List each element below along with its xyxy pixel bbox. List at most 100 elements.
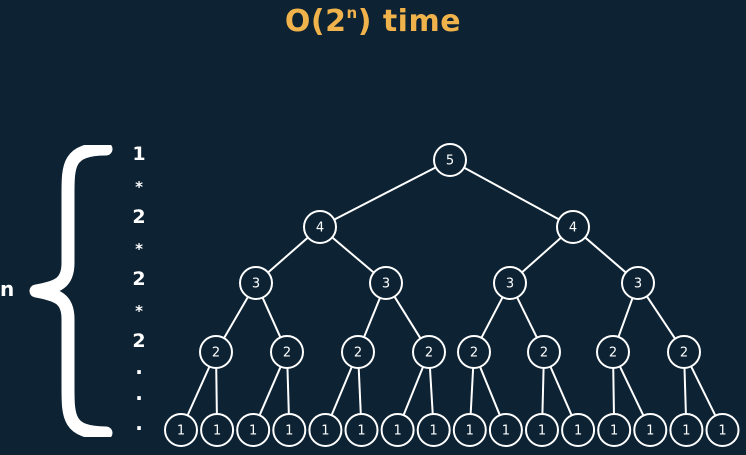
- tree-node: 2: [527, 335, 561, 369]
- tree-node: 3: [493, 266, 527, 300]
- tree-edge: [428, 367, 434, 415]
- tree-node-label: 1: [285, 424, 293, 439]
- tree-node: 1: [164, 413, 198, 447]
- tree-edge: [619, 366, 645, 416]
- tree-node-circle: [556, 210, 590, 244]
- tree-edge: [646, 295, 676, 340]
- tree-node-label: 1: [213, 424, 221, 439]
- tree-edge: [267, 236, 309, 274]
- tree-edge: [683, 367, 687, 415]
- tree-node-label: 2: [283, 346, 291, 361]
- tree-node-circle: [633, 413, 668, 447]
- continuation-dot: .: [135, 411, 143, 435]
- tree-node: 1: [236, 413, 271, 447]
- tree-node-label: 3: [252, 277, 260, 292]
- tree-node-label: 3: [382, 277, 390, 292]
- tree-node-label: 2: [470, 346, 478, 361]
- tree-node-circle: [344, 413, 379, 447]
- page-title: O(2n) time: [0, 4, 746, 39]
- tree-node-label: 1: [393, 424, 401, 439]
- tree-edge: [223, 296, 249, 339]
- tree-node-circle: [303, 210, 337, 244]
- tree-node-circle: [236, 413, 271, 447]
- tree-edge: [617, 297, 634, 338]
- tree-node: 1: [344, 413, 379, 447]
- tree-node: 1: [669, 413, 704, 447]
- tree-node: 1: [705, 413, 740, 447]
- continuation-dot: .: [135, 381, 143, 405]
- tree-node-label: 2: [354, 346, 362, 361]
- tree-node-label: 1: [610, 424, 618, 439]
- tree-edges: [186, 166, 717, 417]
- tree-node-circle: [527, 335, 561, 369]
- tree-node-circle: [493, 266, 527, 300]
- tree-node-circle: [433, 143, 467, 177]
- tree-node-circle: [341, 335, 375, 369]
- tree-edge: [480, 296, 504, 339]
- tree-node-label: 4: [316, 221, 324, 236]
- multiply-sign: *: [135, 302, 143, 320]
- tree-node: 1: [380, 413, 415, 447]
- tree-edge: [612, 367, 615, 415]
- tree-node: 2: [341, 335, 375, 369]
- title-exponent: n: [346, 4, 358, 22]
- tree-node: 2: [457, 335, 491, 369]
- tree-edge: [463, 166, 560, 221]
- tree-node: 1: [561, 413, 596, 447]
- tree-node: 1: [525, 413, 559, 447]
- tree-node-circle: [380, 413, 415, 447]
- tree-node-label: 1: [646, 424, 654, 439]
- tree-node-circle: [200, 413, 235, 447]
- tree-edge: [469, 367, 475, 415]
- tree-node-circle: [488, 413, 523, 447]
- tree-node-circle: [308, 413, 343, 447]
- tree-edge: [402, 366, 424, 416]
- tree-node-label: 1: [718, 424, 726, 439]
- tree-node: 1: [308, 413, 343, 447]
- tree-node: 2: [199, 335, 233, 369]
- tree-node-label: 4: [569, 221, 577, 236]
- tree-node: 4: [556, 210, 590, 244]
- tree-edge: [516, 296, 538, 339]
- tree-node: 2: [667, 335, 701, 369]
- tree-node-circle: [199, 335, 233, 369]
- tree-node-label: 1: [466, 424, 474, 439]
- tree-node-circle: [525, 413, 559, 447]
- tree-node: 1: [272, 413, 307, 447]
- tree-edge: [521, 236, 562, 274]
- tree-node: 3: [369, 266, 403, 300]
- tree-node-circle: [412, 335, 446, 369]
- tree-edge: [363, 297, 381, 338]
- tree-edge: [331, 236, 375, 274]
- tree-node-circle: [621, 266, 655, 300]
- tree-node-label: 1: [538, 424, 546, 439]
- title-prefix: O(2: [284, 4, 347, 39]
- title-suffix: ) time: [357, 4, 462, 39]
- tree-node-circle: [164, 413, 198, 447]
- tree-edge: [541, 367, 545, 415]
- tree-node-label: 1: [502, 424, 510, 439]
- tree-node-label: 1: [321, 424, 329, 439]
- multiply-sign: *: [135, 240, 143, 258]
- tree-node: 1: [488, 413, 523, 447]
- tree-node-label: 1: [430, 424, 438, 439]
- tree-node-circle: [596, 335, 630, 369]
- tree-edge: [186, 366, 211, 416]
- tree-node: 1: [633, 413, 668, 447]
- factor-value: 1: [132, 143, 146, 165]
- continuation-dot: .: [135, 355, 143, 379]
- tree-node: 1: [200, 413, 235, 447]
- factor-value: 2: [132, 330, 146, 352]
- tree-node-label: 5: [446, 154, 454, 169]
- tree-node-label: 3: [634, 277, 642, 292]
- tree-node-label: 2: [540, 346, 548, 361]
- tree-node-label: 1: [177, 424, 185, 439]
- tree-edge: [330, 366, 353, 416]
- tree-node-circle: [669, 413, 704, 447]
- tree-edge: [584, 236, 627, 274]
- tree-node-circle: [597, 413, 632, 447]
- tree-node: 2: [412, 335, 446, 369]
- tree-node-circle: [667, 335, 701, 369]
